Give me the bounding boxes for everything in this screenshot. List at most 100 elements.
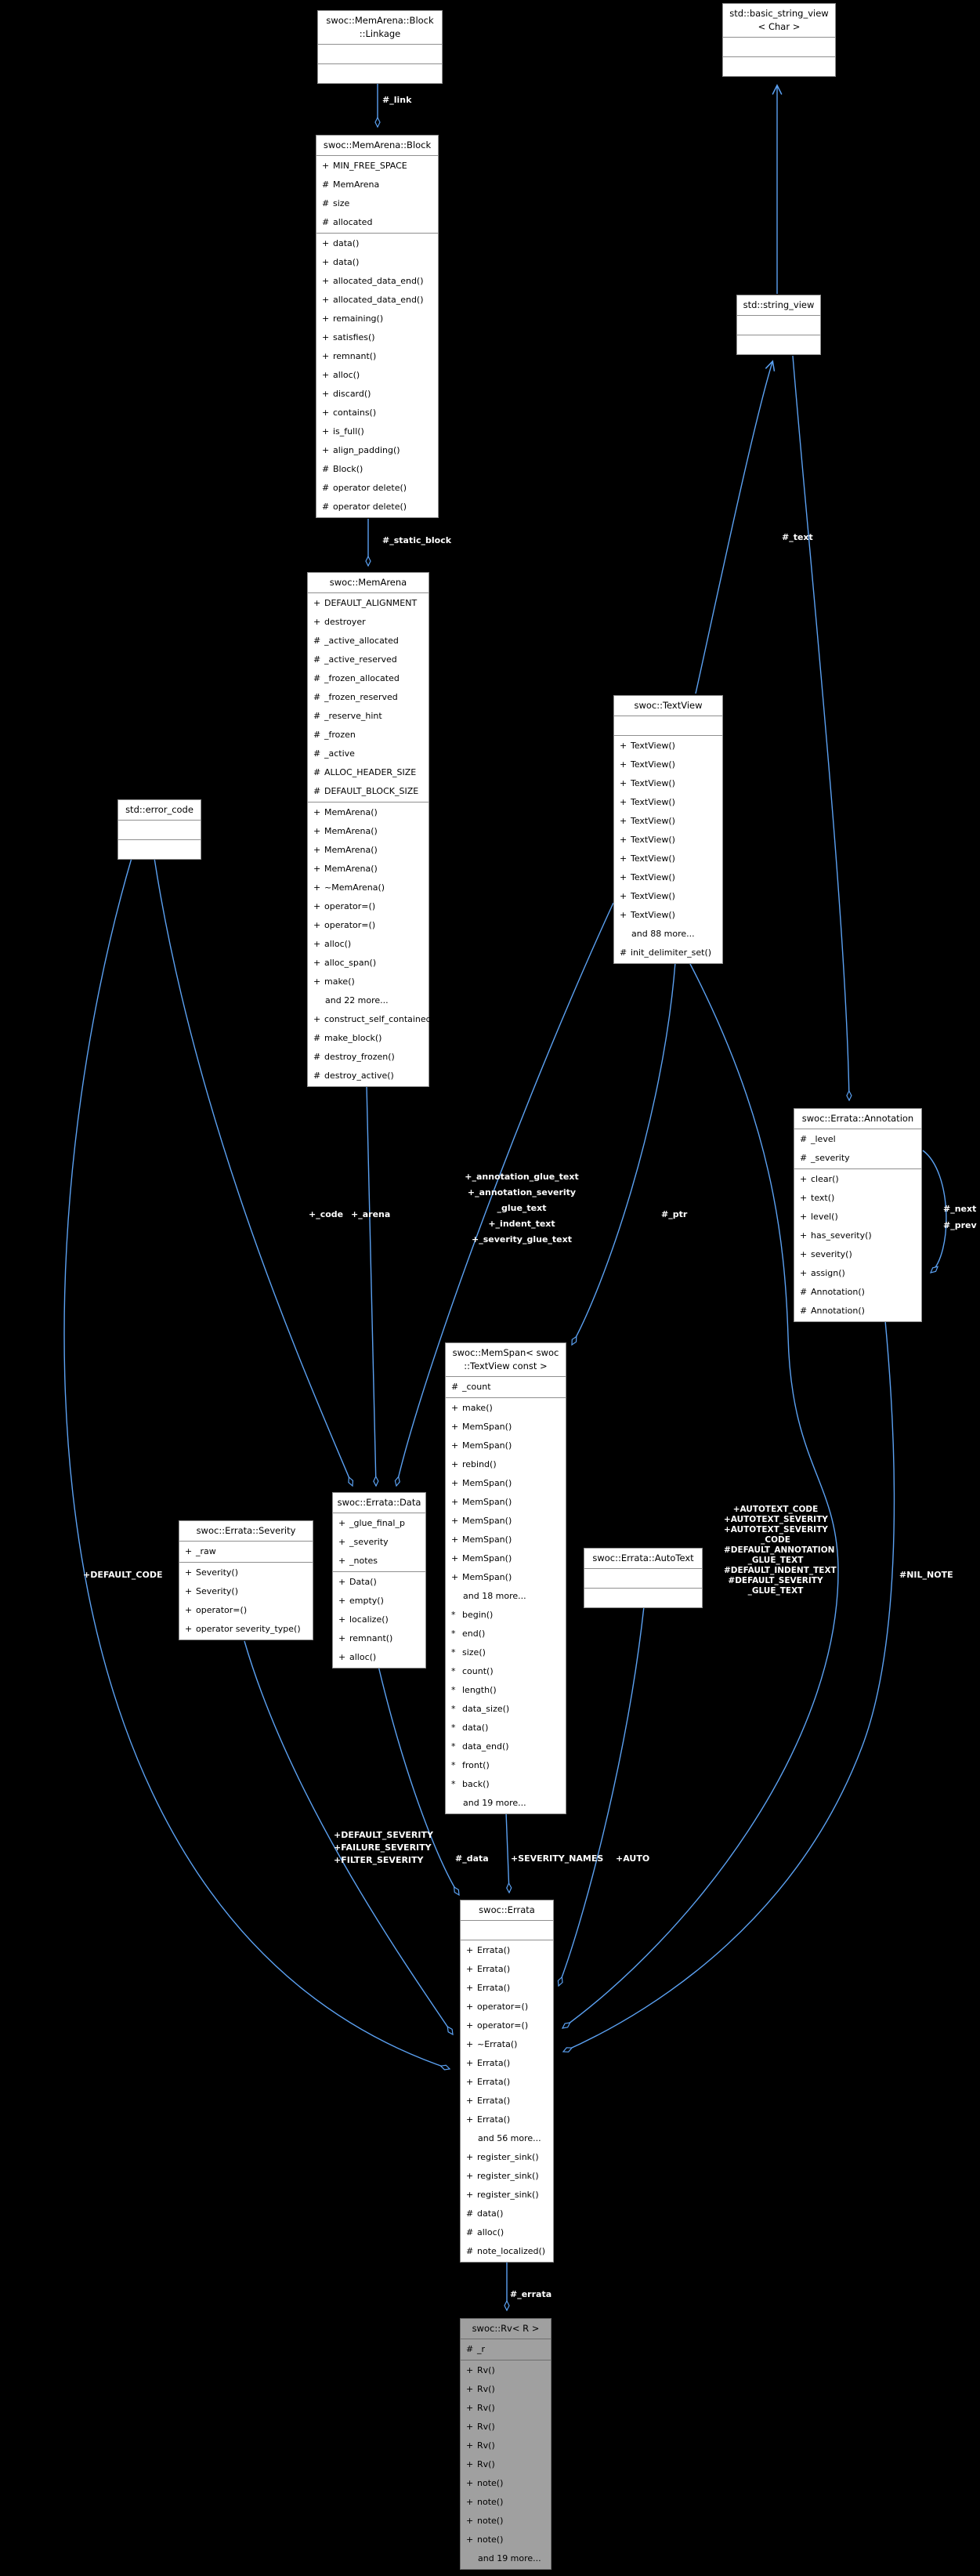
methods-section: +Rv()+Rv()+Rv()+Rv()+Rv()+Rv()+note()+no… <box>461 2360 551 2569</box>
member-row: +data() <box>322 238 360 248</box>
member-row: +remnant() <box>338 1633 393 1643</box>
member-row: +_raw <box>185 1546 216 1556</box>
class-box-errata-annotation[interactable]: swoc::Errata::Annotation#_level#_severit… <box>794 1108 922 1322</box>
member-row: *begin() <box>451 1610 494 1620</box>
member-row: +MemSpan() <box>451 1440 512 1451</box>
member-row: +Rv() <box>466 2459 495 2469</box>
member-row: #_active_allocated <box>313 636 399 646</box>
member-row: +alloc() <box>338 1652 377 1662</box>
class-title: swoc::TextView <box>614 696 722 716</box>
attributes-section: +DEFAULT_ALIGNMENT+destroyer#_active_all… <box>308 593 429 803</box>
member-row: +~Errata() <box>466 2039 518 2049</box>
edge-next-prev-loop-aggregation <box>922 1150 947 1274</box>
class-box-errata-autotext[interactable]: swoc::Errata::AutoText <box>584 1548 703 1608</box>
attributes-section <box>318 45 442 64</box>
class-title: swoc::Errata::Data <box>333 1493 425 1513</box>
class-box-std-error-code[interactable]: std::error_code <box>118 799 201 860</box>
member-row: +MemArena() <box>313 864 378 874</box>
methods-section: +Data()+empty()+localize()+remnant()+all… <box>333 1572 425 1668</box>
class-box-errata-data[interactable]: swoc::Errata::Data+_glue_final_p+_severi… <box>332 1492 426 1668</box>
member-row: #Annotation() <box>800 1287 865 1297</box>
class-box-memarena[interactable]: swoc::MemArena+DEFAULT_ALIGNMENT+destroy… <box>307 572 439 1087</box>
member-row: +discard() <box>322 389 371 399</box>
attributes-section: +_glue_final_p +_severity +_notes <box>333 1513 425 1572</box>
attributes-section: +MIN_FREE_SPACE#MemArena#size#allocated <box>316 156 438 234</box>
member-row: #_level <box>800 1134 836 1144</box>
edge-label-glue-texts: +_annotation_glue_text+_annotation_sever… <box>465 1172 579 1245</box>
edge-arena-aggregation <box>366 1085 379 1487</box>
member-row: #_frozen_allocated <box>313 673 400 683</box>
class-box-memspan-textview-const[interactable]: swoc::MemSpan< swoc::TextView const >#_c… <box>445 1342 566 1814</box>
member-row: +severity() <box>800 1249 852 1259</box>
member-row: +~MemArena() <box>313 882 385 893</box>
edge-textview-inherits-string-view-generalization <box>695 360 776 694</box>
class-box-rv[interactable]: swoc::Rv< R >#_r+Rv()+Rv()+Rv()+Rv()+Rv(… <box>460 2318 551 2570</box>
member-row: #allocated <box>322 217 373 227</box>
edge-label-default-code: +DEFAULT_CODE <box>83 1570 163 1580</box>
member-row: +level() <box>800 1212 838 1222</box>
member-row: #_frozen <box>313 730 356 740</box>
member-row: +_glue_final_p <box>338 1518 405 1528</box>
methods-section: +data()+data()+allocated_data_end()+allo… <box>316 234 438 517</box>
edge-label-static-block: #_static_block <box>382 535 452 545</box>
member-row: #alloc() <box>466 2227 504 2237</box>
class-box-errata[interactable]: swoc::Errata+Errata()+Errata()+Errata()+… <box>460 1900 554 2263</box>
attributes-section <box>737 316 820 335</box>
member-row: +Rv() <box>466 2365 495 2375</box>
member-row: +alloc() <box>313 939 352 949</box>
edge-default-code-aggregation <box>63 857 451 2071</box>
member-row: +MemSpan() <box>451 1534 512 1545</box>
edge-label-severity-names: +SEVERITY_NAMES <box>511 1853 604 1864</box>
member-row: +MemArena() <box>313 807 378 817</box>
member-row: +construct_self_contained() <box>313 1014 439 1024</box>
member-row: +remnant() <box>322 351 377 361</box>
member-row: and 88 more... <box>631 929 695 939</box>
edge-label-ptr: #_ptr <box>661 1209 688 1219</box>
class-box-errata-severity[interactable]: swoc::Errata::Severity+_raw+Severity()+S… <box>179 1520 313 1640</box>
member-row: +remaining() <box>322 313 384 324</box>
methods-section: +make()+MemSpan()+MemSpan()+rebind()+Mem… <box>446 1398 566 1813</box>
member-row: +MIN_FREE_SPACE <box>322 161 407 171</box>
member-row: +note() <box>466 2497 504 2507</box>
member-row: +align_padding() <box>322 445 400 455</box>
member-row: +TextView() <box>620 778 675 788</box>
member-row: +make() <box>451 1403 493 1413</box>
member-row: +make() <box>313 976 355 987</box>
member-row: +allocated_data_end() <box>322 276 424 286</box>
class-title: swoc::Errata::AutoText <box>584 1549 702 1569</box>
attributes-section <box>118 821 201 840</box>
class-title: std::string_view <box>737 295 820 316</box>
member-row: and 19 more... <box>463 1798 526 1808</box>
class-title: swoc::Errata::Annotation <box>794 1109 921 1129</box>
member-row: +satisfies() <box>322 332 375 342</box>
member-row: +MemSpan() <box>451 1497 512 1507</box>
member-row: +_severity <box>338 1537 389 1547</box>
member-row: +register_sink() <box>466 2152 539 2162</box>
class-title: swoc::MemArena::Block::Linkage <box>318 11 442 45</box>
member-row: *count() <box>451 1666 494 1676</box>
methods-section <box>318 64 442 83</box>
member-row: +_notes <box>338 1556 378 1566</box>
member-row: #_active_reserved <box>313 654 397 665</box>
member-row: #data() <box>466 2208 504 2219</box>
class-box-std-string-view[interactable]: std::string_view <box>736 295 821 355</box>
attributes-section: #_level#_severity <box>794 1129 921 1169</box>
class-box-memarena-block-linkage[interactable]: swoc::MemArena::Block::Linkage <box>317 10 443 84</box>
member-row: +note() <box>466 2478 504 2488</box>
class-title: swoc::Errata::Severity <box>179 1521 313 1542</box>
member-row: +localize() <box>338 1614 389 1625</box>
member-row: +has_severity() <box>800 1230 872 1241</box>
edge-code-aggregation <box>154 857 354 1487</box>
member-row: #DEFAULT_BLOCK_SIZE <box>313 786 419 796</box>
member-row: +alloc() <box>322 370 360 380</box>
methods-section: +clear()+text()+level()+has_severity()+s… <box>794 1169 921 1321</box>
edge-default-severity-aggregation <box>244 1640 454 2036</box>
edge-text-aggregation <box>792 355 852 1102</box>
class-box-std-basic-string-view[interactable]: std::basic_string_view< Char > <box>722 3 836 77</box>
member-row: +contains() <box>322 408 377 418</box>
class-title: std::error_code <box>118 800 201 821</box>
member-row: *data_size() <box>451 1704 510 1714</box>
class-box-textview[interactable]: swoc::TextView+TextView()+TextView()+Tex… <box>613 695 723 964</box>
class-box-memarena-block[interactable]: swoc::MemArena::Block+MIN_FREE_SPACE#Mem… <box>316 135 439 518</box>
